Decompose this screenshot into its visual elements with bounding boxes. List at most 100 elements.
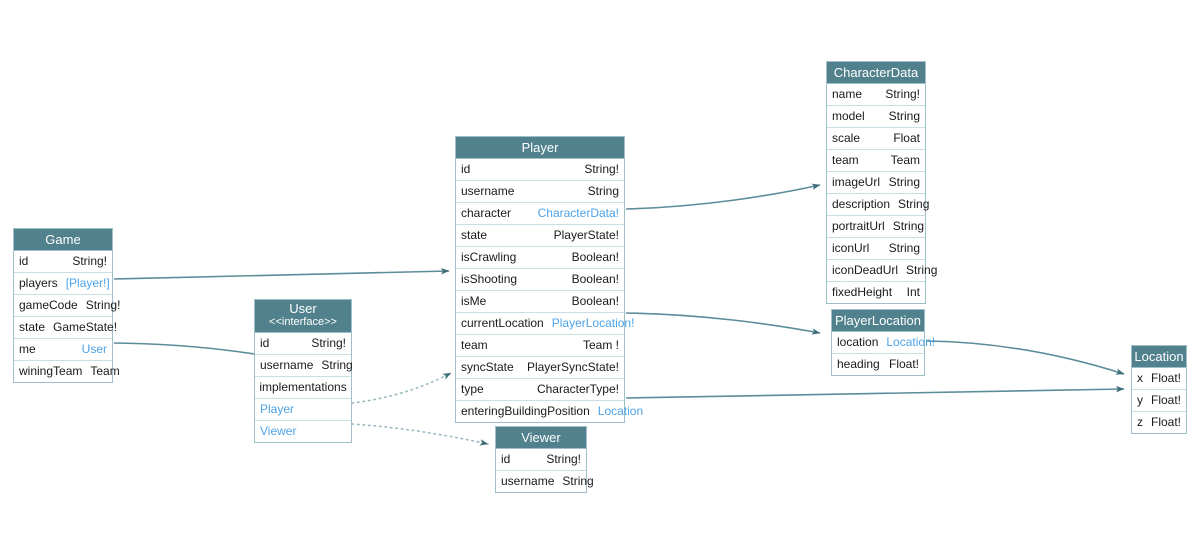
- field-name: state: [461, 228, 488, 242]
- entity-characterdata-title: CharacterData: [827, 62, 925, 84]
- field-type[interactable]: [Player!]: [65, 276, 110, 290]
- field-type: Float!: [1151, 393, 1182, 407]
- field-row[interactable]: currentLocation PlayerLocation!: [456, 313, 634, 335]
- field-type[interactable]: CharacterData!: [537, 206, 619, 220]
- entity-playerlocation-title: PlayerLocation: [832, 310, 924, 332]
- field-row[interactable]: id String!: [456, 159, 624, 181]
- edge-user-implements-player: [351, 372, 452, 404]
- field-row[interactable]: state PlayerState!: [456, 225, 624, 247]
- field-type: Int: [906, 285, 920, 299]
- field-row[interactable]: isCrawling Boolean!: [456, 247, 624, 269]
- field-type: String: [888, 175, 920, 189]
- implementation-item-viewer[interactable]: Viewer: [255, 421, 351, 442]
- field-type: String: [562, 474, 594, 488]
- field-row[interactable]: gameCode String!: [14, 295, 120, 317]
- field-type[interactable]: User: [81, 342, 107, 356]
- field-row[interactable]: winingTeam Team: [14, 361, 120, 382]
- field-name: username: [501, 474, 555, 488]
- field-type: String: [892, 219, 925, 233]
- field-row[interactable]: z Float!: [1132, 412, 1186, 433]
- field-name: y: [1137, 393, 1143, 407]
- entity-user-name: User: [289, 301, 317, 316]
- field-row[interactable]: username String: [496, 471, 594, 492]
- edge-player-character-to-characterdata: [625, 183, 821, 210]
- entity-user[interactable]: User <<interface>> id String! username S…: [254, 299, 353, 443]
- field-row[interactable]: description String: [827, 194, 929, 216]
- entity-game[interactable]: Game id String! players [Player!] gameCo…: [13, 228, 120, 383]
- field-row[interactable]: name String!: [827, 84, 925, 106]
- field-type: String: [888, 109, 920, 123]
- field-name: players: [19, 276, 58, 290]
- field-row[interactable]: isMe Boolean!: [456, 291, 624, 313]
- field-row[interactable]: scale Float: [827, 128, 925, 150]
- field-row[interactable]: team Team: [827, 150, 925, 172]
- field-name: name: [832, 87, 863, 101]
- field-type: Boolean!: [571, 250, 619, 264]
- field-row[interactable]: isShooting Boolean!: [456, 269, 624, 291]
- field-name: enteringBuildingPosition: [461, 404, 590, 418]
- field-name: type: [461, 382, 484, 396]
- entity-user-stereotype: <<interface>>: [269, 316, 337, 328]
- field-type: String: [898, 197, 930, 211]
- field-type[interactable]: Location!: [886, 335, 936, 349]
- edge-player-enteringbuildingposition-to-location: [625, 385, 1125, 399]
- field-row[interactable]: iconDeadUrl String: [827, 260, 937, 282]
- field-name: team: [461, 338, 488, 352]
- field-name: gameCode: [19, 298, 78, 312]
- edge-game-players-to-player: [113, 267, 450, 280]
- field-row[interactable]: imageUrl String: [827, 172, 925, 194]
- field-row[interactable]: id String!: [255, 333, 351, 355]
- entity-user-title: User <<interface>>: [255, 300, 351, 333]
- field-row[interactable]: iconUrl String: [827, 238, 925, 260]
- field-type: String!: [85, 298, 121, 312]
- entity-game-title: Game: [14, 229, 112, 251]
- field-name: fixedHeight: [832, 285, 893, 299]
- field-type: PlayerSyncState!: [526, 360, 619, 374]
- field-name: isShooting: [461, 272, 518, 286]
- field-row[interactable]: syncState PlayerSyncState!: [456, 357, 624, 379]
- field-name: id: [260, 336, 270, 350]
- field-row[interactable]: portraitUrl String: [827, 216, 925, 238]
- field-row[interactable]: fixedHeight Int: [827, 282, 925, 303]
- field-row[interactable]: enteringBuildingPosition Location: [456, 401, 643, 422]
- entity-characterdata[interactable]: CharacterData name String! model String …: [826, 61, 937, 304]
- entity-viewer[interactable]: Viewer id String! username String: [495, 426, 594, 493]
- field-type[interactable]: PlayerLocation!: [551, 316, 635, 330]
- field-name: x: [1137, 371, 1143, 385]
- implementation-name: Player: [260, 402, 295, 416]
- field-row[interactable]: team Team !: [456, 335, 624, 357]
- field-type: Float!: [888, 357, 919, 371]
- field-row[interactable]: players [Player!]: [14, 273, 112, 295]
- field-row[interactable]: heading Float!: [832, 354, 924, 375]
- field-row[interactable]: type CharacterType!: [456, 379, 624, 401]
- field-row[interactable]: character CharacterData!: [456, 203, 624, 225]
- field-type: String: [321, 358, 353, 372]
- field-row[interactable]: me User: [14, 339, 112, 361]
- implementations-header: implementations: [255, 377, 351, 399]
- field-type[interactable]: Location: [597, 404, 644, 418]
- field-name: username: [461, 184, 515, 198]
- implementation-name: Viewer: [260, 424, 297, 438]
- field-type: String: [906, 263, 938, 277]
- field-name: id: [501, 452, 511, 466]
- entity-player[interactable]: Player id String! username String charac…: [455, 136, 643, 423]
- field-type: PlayerState!: [553, 228, 619, 242]
- field-row[interactable]: model String: [827, 106, 925, 128]
- field-row[interactable]: id String!: [14, 251, 112, 273]
- implementation-item-player[interactable]: Player: [255, 399, 351, 421]
- implementations-label: implementations: [259, 380, 347, 394]
- field-name: imageUrl: [832, 175, 881, 189]
- field-row[interactable]: id String!: [496, 449, 586, 471]
- entity-location[interactable]: Location x Float! y Float! z Float!: [1131, 345, 1187, 434]
- field-row[interactable]: location Location!: [832, 332, 935, 354]
- field-row[interactable]: x Float!: [1132, 368, 1186, 390]
- field-row[interactable]: state GameState!: [14, 317, 117, 339]
- entity-playerlocation[interactable]: PlayerLocation location Location! headin…: [831, 309, 935, 376]
- field-name: currentLocation: [461, 316, 544, 330]
- field-row[interactable]: y Float!: [1132, 390, 1186, 412]
- field-row[interactable]: username String: [456, 181, 624, 203]
- field-row[interactable]: username String: [255, 355, 353, 377]
- field-type: String!: [885, 87, 920, 101]
- field-type: Float!: [1151, 371, 1182, 385]
